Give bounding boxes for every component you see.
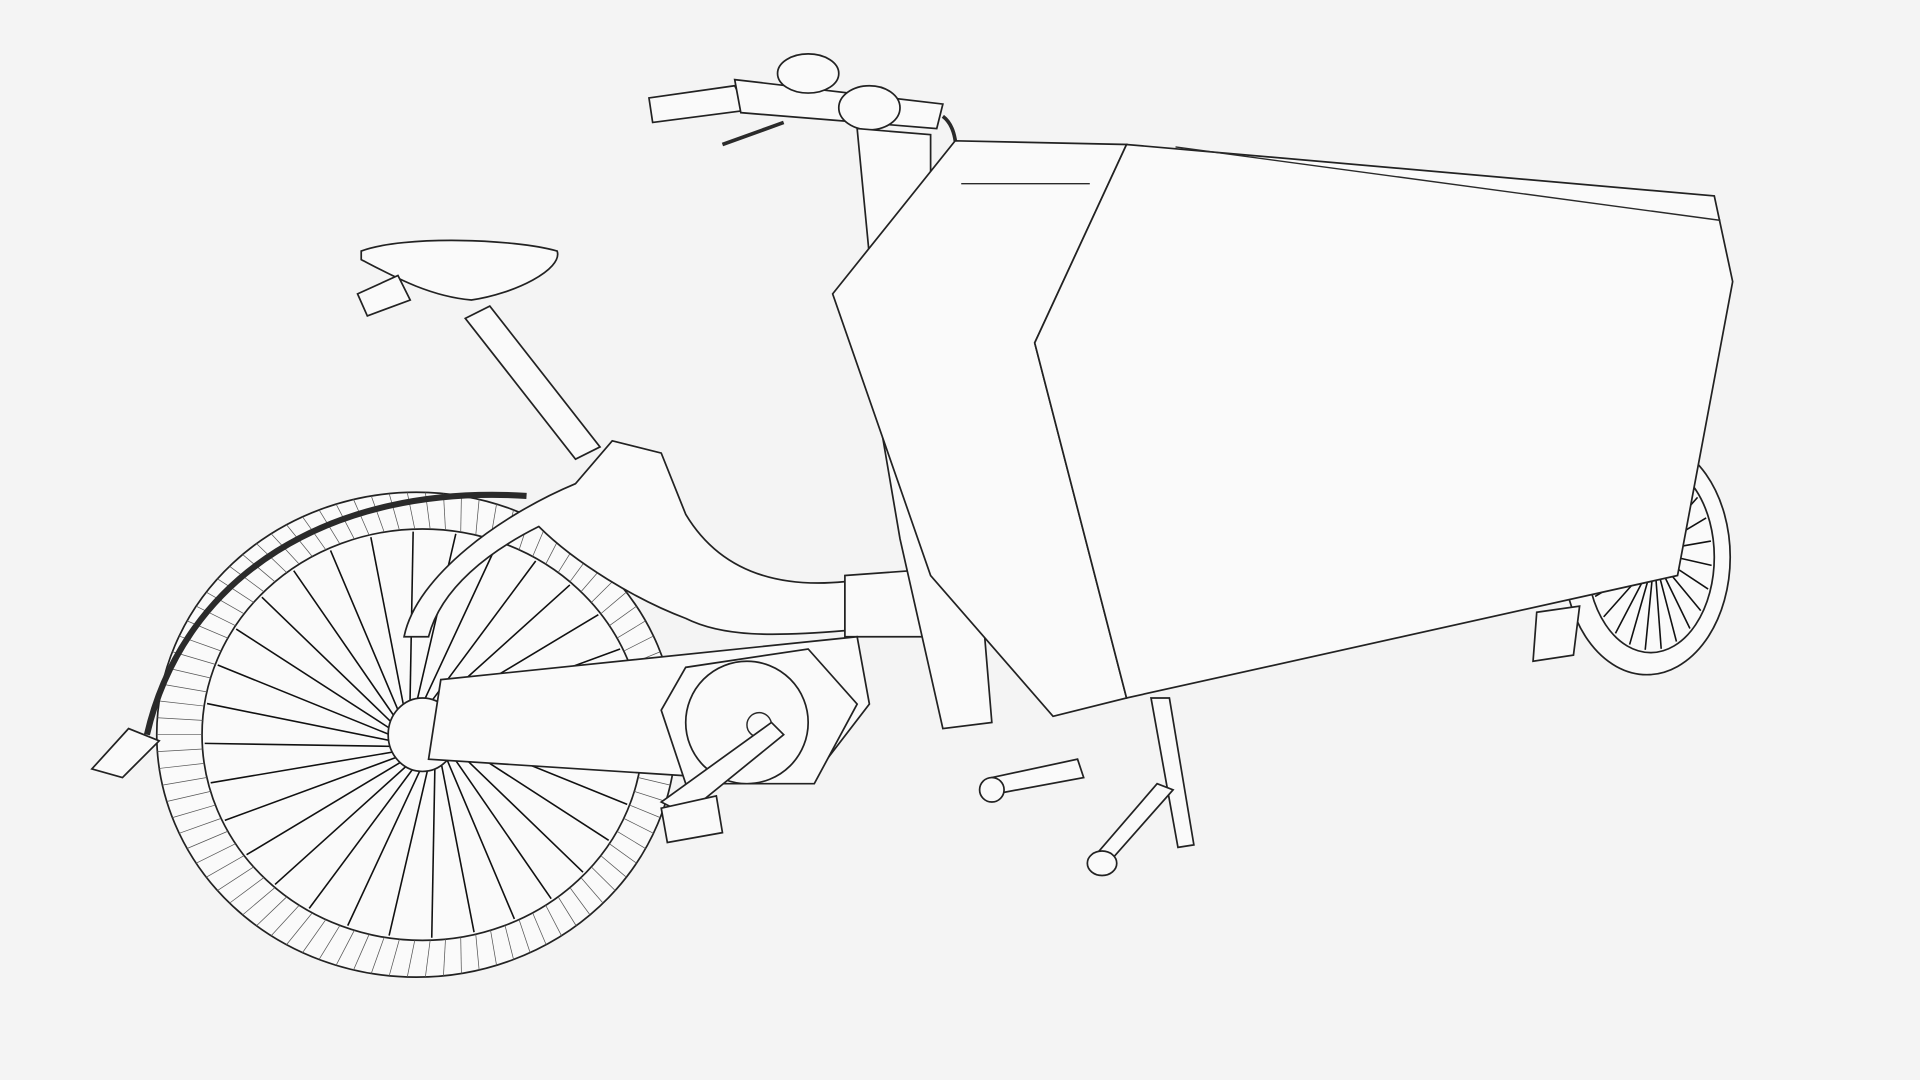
tire-mesh-line (600, 591, 627, 615)
rear-spoke (235, 628, 391, 730)
tire-mesh-line (591, 578, 616, 603)
tire-mesh-line (159, 700, 205, 707)
rear-spoke (415, 533, 457, 705)
tire-mesh-line (637, 777, 671, 786)
tire-mesh-line (206, 855, 245, 878)
tire-mesh-line (388, 493, 400, 531)
tire-mesh-line (353, 934, 370, 971)
kickstand (978, 605, 1581, 877)
rear-spoke (370, 537, 406, 710)
tire-mesh-line (580, 877, 604, 904)
rear-spoke (444, 755, 516, 920)
front-spoke (1628, 570, 1652, 645)
rear-spoke (261, 596, 393, 724)
tire-mesh-line (302, 919, 327, 953)
tire-mesh-line (217, 866, 254, 891)
tire-mesh-line (460, 495, 462, 533)
tire-mesh-line (629, 804, 661, 818)
front-spoke (1644, 570, 1654, 650)
rear-spoke (430, 762, 436, 938)
tire-mesh-line (318, 925, 341, 960)
tire-mesh-line (242, 554, 276, 583)
tire-mesh-line (206, 591, 245, 615)
rear-light (90, 727, 161, 779)
rear-spoke (452, 745, 584, 873)
tire-mesh-line (532, 912, 547, 945)
tire-mesh-line (557, 896, 577, 926)
tire-mesh-line (196, 843, 236, 864)
front-spoke (1654, 569, 1662, 649)
rear-spoke (421, 543, 498, 705)
rear-spoke (388, 764, 430, 936)
tire-mesh-line (270, 904, 300, 936)
tire-mesh-line (157, 748, 203, 752)
tire-mesh-line (162, 683, 207, 693)
tire-mesh-line (162, 777, 207, 786)
tire-mesh-line (159, 762, 205, 769)
cargo-box (831, 139, 1734, 718)
tire-mesh-line (475, 934, 480, 970)
tire-mesh-line (623, 635, 654, 652)
tire-mesh-line (229, 877, 265, 904)
tire-mesh-line (242, 887, 276, 916)
tire-mesh-line (179, 818, 222, 834)
rear-spoke (308, 764, 417, 909)
rear-spoke (210, 750, 396, 784)
rear-spoke (439, 759, 475, 933)
tire-mesh-line (406, 940, 416, 978)
tire-mesh-line (443, 939, 446, 976)
rear-fender (143, 491, 527, 736)
tire-mesh-line (370, 937, 385, 974)
tire-mesh-line (186, 830, 228, 849)
rear-spoke (448, 751, 552, 900)
tire-mesh-line (157, 717, 203, 721)
tire-mesh-line (634, 791, 666, 802)
tire-mesh-line (460, 937, 462, 974)
tire-mesh-line (600, 855, 627, 878)
tire-mesh-line (370, 495, 385, 533)
tire-mesh-line (569, 887, 591, 916)
tire-mesh-line (335, 930, 355, 966)
tire-mesh-line (229, 565, 265, 593)
tire-mesh-line (609, 605, 637, 626)
tire-mesh-line (406, 492, 416, 530)
rear-spoke (293, 570, 396, 719)
tire-mesh-line (616, 620, 646, 639)
tire-mesh-line (425, 940, 431, 978)
tire-mesh-line (545, 905, 562, 936)
tire-mesh-line (616, 830, 646, 849)
rear-spoke (204, 742, 393, 748)
tire-mesh-line (490, 930, 497, 966)
tire-mesh-line (166, 667, 211, 679)
rear-spoke (217, 664, 391, 736)
rear-spoke (206, 702, 391, 742)
tire-mesh-line (196, 605, 236, 627)
rear-spoke (346, 764, 424, 926)
tire-mesh-line (388, 939, 400, 976)
tire-mesh-line (286, 912, 313, 945)
tire-mesh-line (172, 804, 216, 818)
tire-mesh-line (166, 791, 211, 802)
tire-mesh-line (591, 866, 616, 891)
tire-mesh-line (609, 843, 637, 864)
rear-spoke (246, 759, 405, 856)
rear-spoke (224, 755, 400, 822)
tire-mesh-line (518, 919, 531, 953)
tire-mesh-line (217, 578, 254, 603)
rear-spoke (329, 550, 401, 714)
tire-mesh-line (353, 499, 370, 536)
tire-mesh-line (475, 499, 480, 536)
saddle (360, 239, 559, 301)
seat-clamp (356, 274, 412, 318)
tire-mesh-line (623, 818, 654, 834)
tire-mesh-line (256, 896, 288, 927)
tire-mesh-line (504, 925, 514, 960)
rear-spoke (274, 762, 411, 886)
